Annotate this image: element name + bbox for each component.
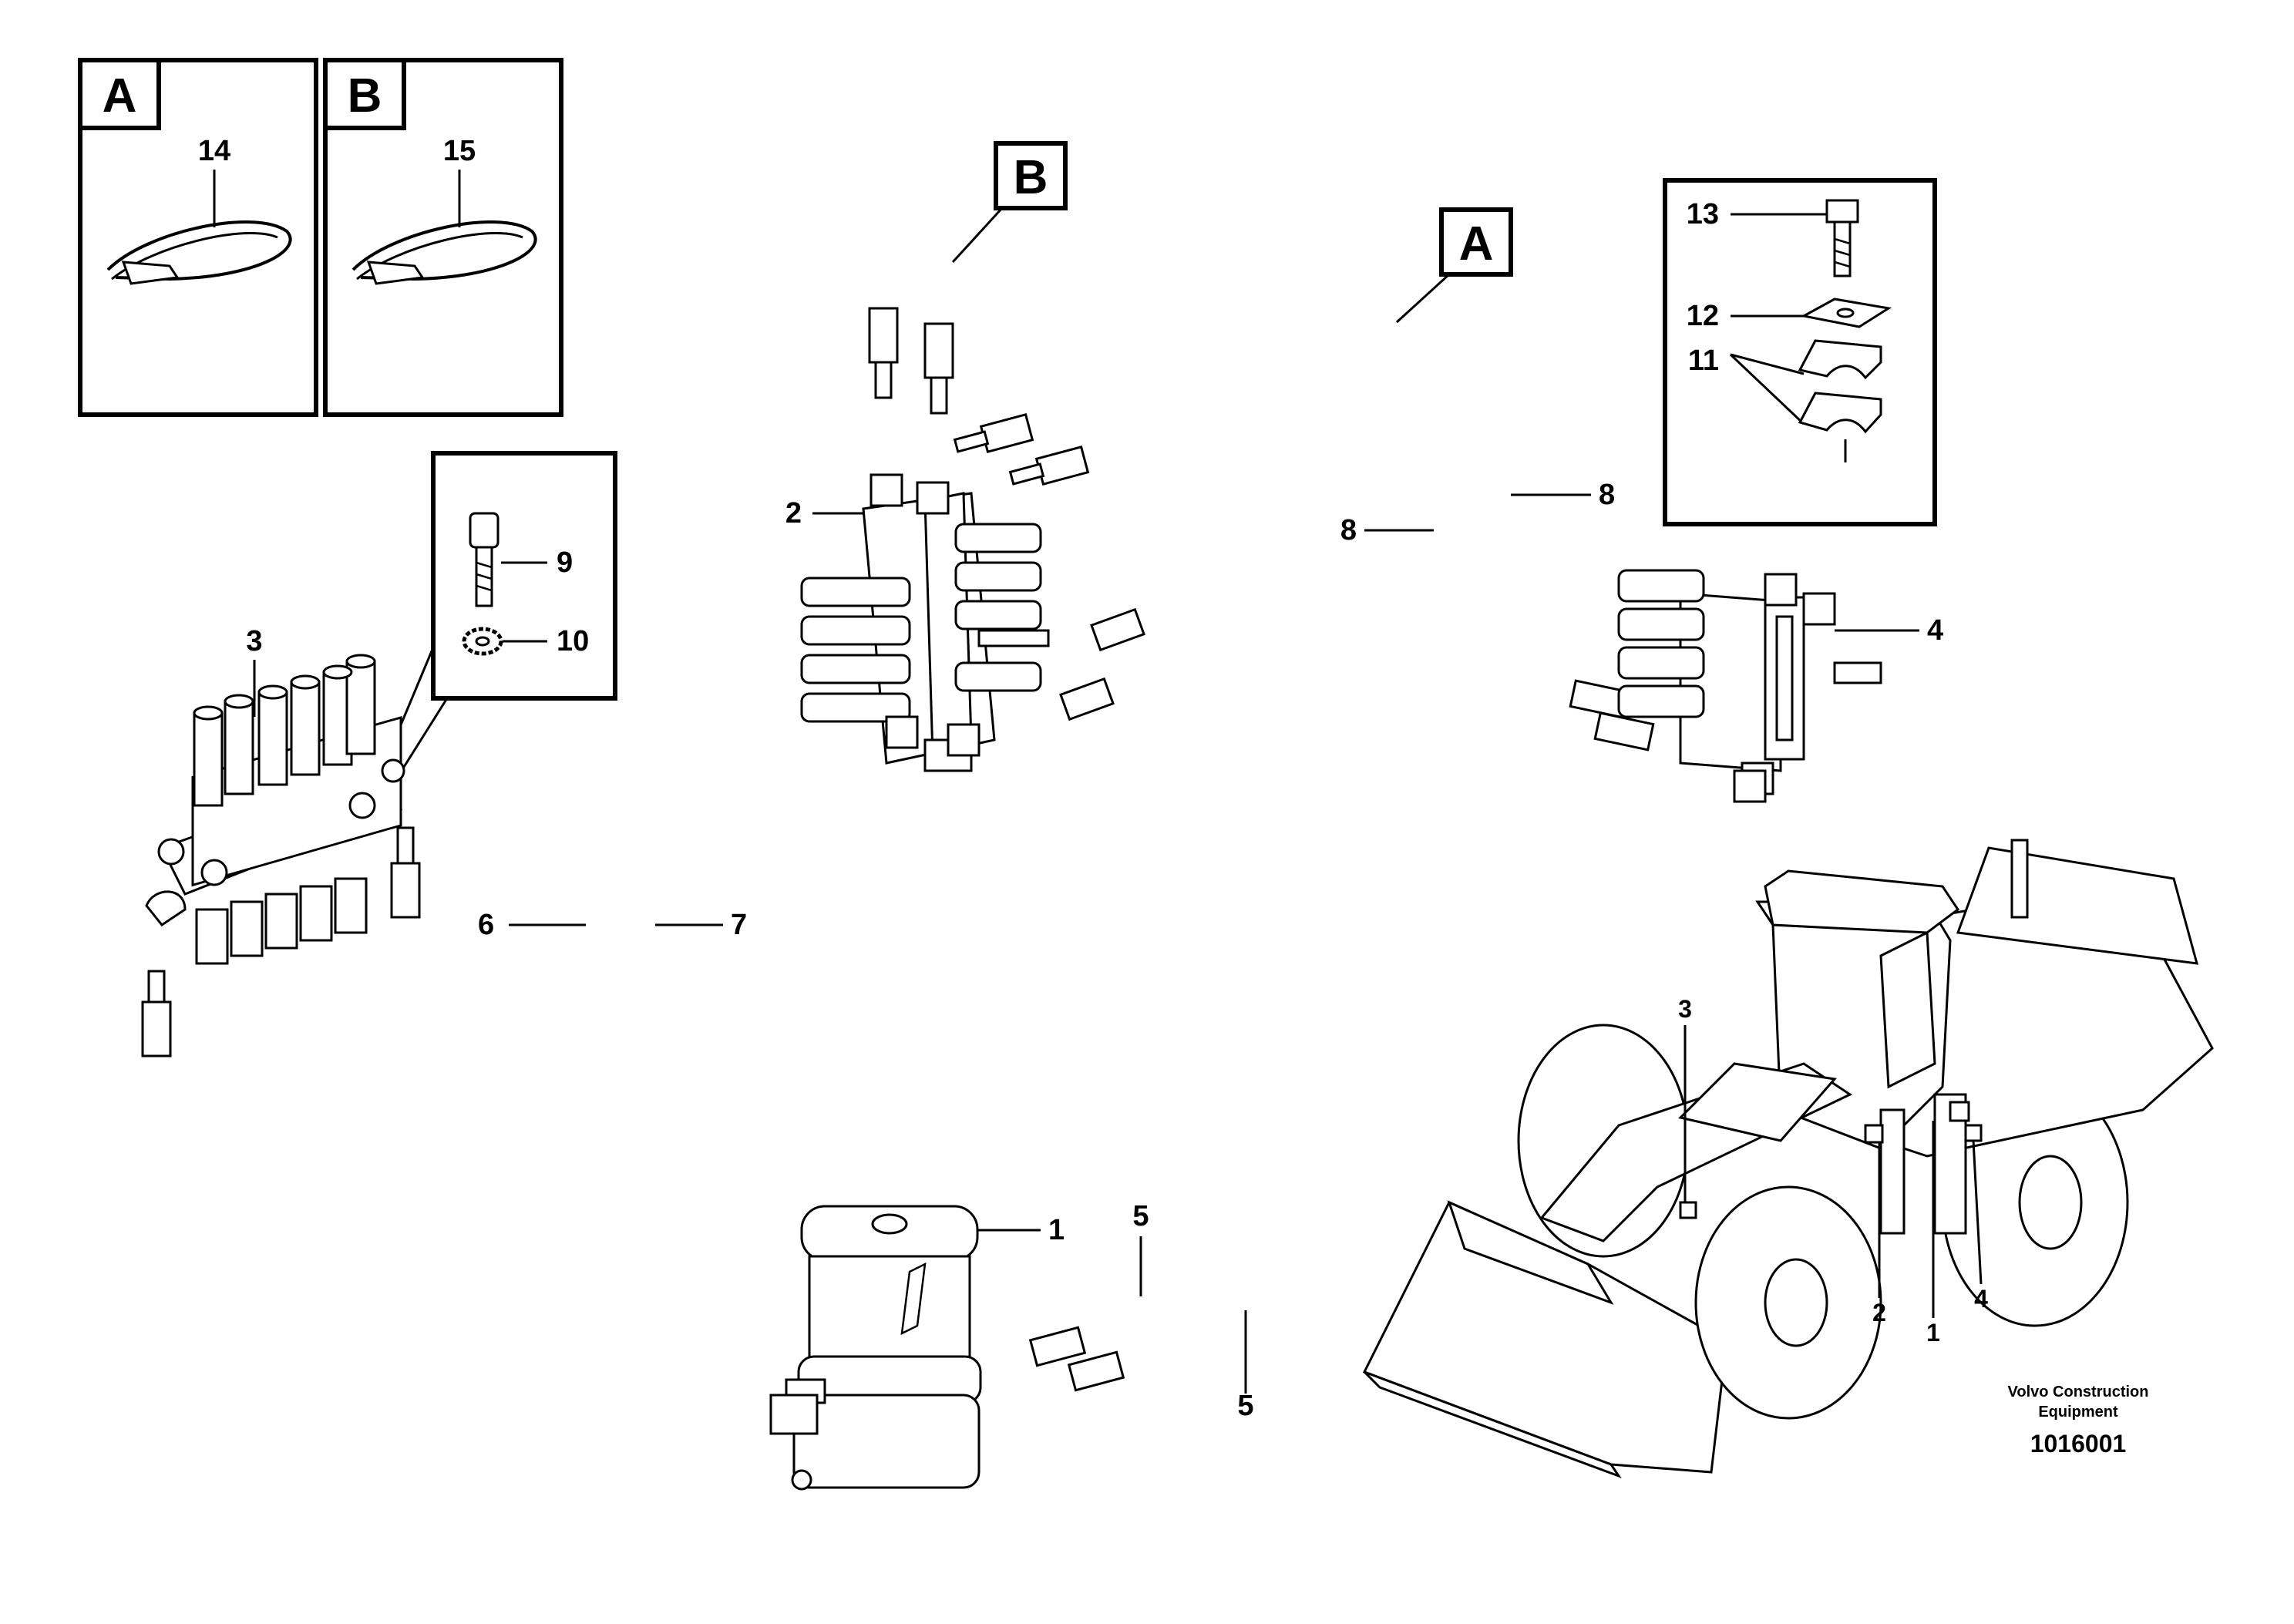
callout-7: 7: [731, 909, 747, 941]
callout-12: 12: [1687, 300, 1719, 332]
locator-callout-2: 2: [1872, 1299, 1886, 1326]
detail-box-clamp: 13 12 11: [1663, 178, 1937, 526]
reference-number: 1016001: [2030, 1430, 2127, 1458]
detail-box-a: A 14: [78, 58, 318, 417]
callout-9: 9: [557, 546, 573, 579]
callout-13: 13: [1687, 198, 1719, 230]
cable-tie-icon: [352, 220, 537, 285]
plate-icon: [1800, 298, 1892, 328]
callout-15: 15: [443, 135, 476, 167]
callout-11: 11: [1688, 345, 1719, 377]
callout-5-lower: 5: [1237, 1390, 1253, 1422]
caption-line-2: Equipment: [2038, 1404, 2118, 1421]
route-flag-b-letter: B: [1014, 151, 1048, 204]
distribution-valve-4: [1617, 569, 1882, 803]
caption-line-1: Volvo Construction: [2008, 1384, 2149, 1400]
detail-box-screw: 9 10: [361, 451, 617, 822]
diagram-caption: Volvo Construction Equipment 1016001: [2008, 1384, 2149, 1458]
callout-8-left: 8: [1340, 514, 1357, 546]
detail-box-a-letter: A: [103, 69, 137, 123]
distribution-valve-3: [145, 654, 405, 965]
hose-fittings: [141, 307, 1655, 1392]
detail-box-b: B 15: [323, 58, 563, 417]
callout-8-right: 8: [1599, 479, 1615, 511]
detail-box-b-letter: B: [348, 69, 382, 123]
cable-tie-icon: [106, 220, 292, 285]
wheel-loader-illustration: [1362, 839, 2214, 1479]
lock-washer-icon: [462, 627, 503, 656]
part-callouts: 3 2 4 6 7 8 8 1 5 5 3 2 1 4: [246, 479, 1988, 1422]
callout-14: 14: [198, 135, 230, 167]
route-flag-b: B: [951, 141, 1068, 264]
callout-3: 3: [246, 625, 262, 657]
callout-2: 2: [785, 497, 802, 530]
callout-6: 6: [478, 909, 494, 941]
callout-5-upper: 5: [1132, 1200, 1149, 1232]
locator-callout-1: 1: [1926, 1319, 1940, 1347]
hex-bolt-icon: [1825, 199, 1859, 277]
route-flag-a: A: [1395, 207, 1513, 324]
locator-callout-4: 4: [1974, 1285, 1988, 1313]
callout-10: 10: [557, 625, 589, 657]
lubrication-pump-1: [769, 1205, 982, 1491]
route-flag-a-letter: A: [1459, 217, 1494, 271]
distribution-valve-2: [800, 473, 1050, 772]
clamp-halves-icon: [1798, 339, 1882, 462]
callout-4: 4: [1927, 614, 1943, 647]
socket-screw-icon: [469, 512, 500, 607]
callout-1: 1: [1048, 1214, 1065, 1246]
locator-callout-3: 3: [1678, 995, 1692, 1023]
